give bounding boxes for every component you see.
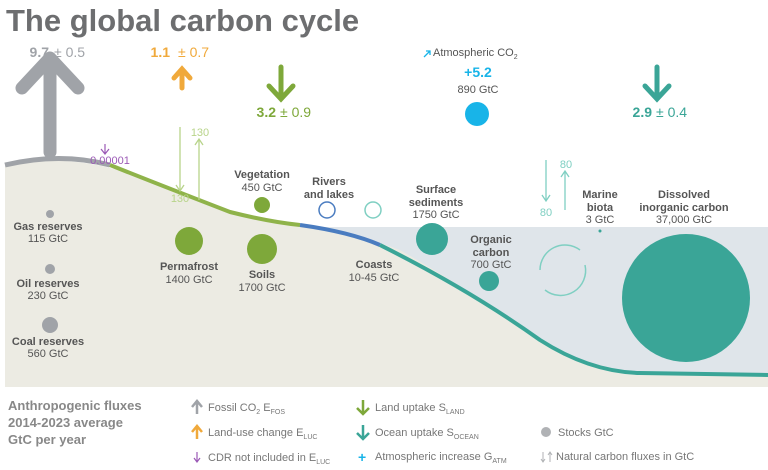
svg-text:inorganic carbon: inorganic carbon — [639, 202, 729, 214]
atm-increase-value: +5.2 — [464, 64, 492, 80]
svg-text:Soils: Soils — [249, 269, 275, 281]
svg-text:115 GtC: 115 GtC — [28, 233, 68, 245]
legend-fossil-icon — [191, 399, 203, 414]
svg-text:Coasts: Coasts — [356, 259, 393, 271]
svg-text:Dissolved: Dissolved — [658, 189, 710, 201]
svg-text:Organic: Organic — [470, 234, 512, 246]
luc-flux-uncertainty: ± 0.7 — [178, 44, 209, 60]
svg-text:Marine: Marine — [582, 189, 617, 201]
ocean-uptake-arrow-icon — [642, 64, 672, 103]
page-title: The global carbon cycle — [6, 3, 359, 38]
surface-vegetation — [109, 163, 301, 227]
legend-stocks-icon — [541, 427, 551, 437]
svg-text:1750 GtC: 1750 GtC — [412, 209, 459, 221]
svg-text:700 GtC: 700 GtC — [471, 259, 512, 271]
land-flux-value: 3.2 — [257, 104, 277, 120]
legend: Anthropogenic fluxes 2014-2023 average G… — [8, 398, 694, 466]
land-uptake-arrow-icon — [266, 64, 296, 103]
atm-increase-arrow-icon — [423, 50, 431, 58]
legend-land-icon — [356, 400, 370, 416]
atm-stock-value: 890 GtC — [458, 84, 499, 96]
svg-text:and lakes: and lakes — [304, 189, 354, 201]
natural-land-down-value: 130 — [171, 193, 189, 205]
legend-luc-icon — [191, 424, 203, 439]
fossil-arrow-icon — [15, 51, 85, 159]
natural-land-up-value: 130 — [191, 127, 209, 139]
svg-text:3 GtC: 3 GtC — [586, 214, 615, 226]
svg-text:Stocks GtC: Stocks GtC — [558, 427, 614, 439]
svg-text:Oil reserves: Oil reserves — [17, 278, 80, 290]
svg-text:1700 GtC: 1700 GtC — [238, 282, 285, 294]
cdr-arrow-icon — [100, 144, 110, 155]
natural-ocean-down-value: 80 — [540, 207, 552, 219]
svg-text:Permafrost: Permafrost — [160, 261, 218, 273]
svg-text:Gas reserves: Gas reserves — [13, 221, 82, 233]
svg-text:1400 GtC: 1400 GtC — [165, 274, 212, 286]
natural-ocean-down-arrow-icon — [541, 160, 551, 203]
svg-text:CDR not included in ELUC: CDR not included in ELUC — [208, 452, 330, 466]
luc-flux-value: 1.1 — [151, 44, 171, 60]
land-area — [5, 160, 768, 387]
coast-cycle-icon — [364, 201, 382, 219]
svg-text:Land-use change ELUC: Land-use change ELUC — [208, 427, 317, 441]
svg-text:Atmospheric increase GATM: Atmospheric increase GATM — [375, 451, 507, 465]
atmospheric-co2-label: Atmospheric CO2 — [433, 47, 518, 61]
surface-grey — [4, 156, 111, 168]
svg-text:Surface: Surface — [416, 184, 456, 196]
surface-rivers — [299, 223, 381, 247]
svg-text:560 GtC: 560 GtC — [28, 348, 69, 360]
svg-text:Vegetation: Vegetation — [234, 169, 290, 181]
ocean-floor — [379, 243, 768, 377]
rivers-cycle-icon — [318, 201, 336, 219]
svg-text:Land uptake SLAND: Land uptake SLAND — [375, 402, 465, 416]
legend-cdr-icon — [193, 452, 201, 463]
svg-text:biota: biota — [587, 202, 614, 214]
svg-text:Ocean uptake SOCEAN: Ocean uptake SOCEAN — [375, 427, 479, 441]
atm-stock-circle — [465, 102, 489, 126]
svg-text:Anthropogenic fluxes: Anthropogenic fluxes — [8, 398, 142, 413]
natural-land-down-arrow-icon — [175, 127, 185, 193]
svg-text:Natural carbon fluxes in GtC: Natural carbon fluxes in GtC — [556, 451, 694, 463]
svg-text:2014-2023 average: 2014-2023 average — [8, 415, 123, 430]
natural-ocean-up-value: 80 — [560, 159, 572, 171]
svg-text:GtC per year: GtC per year — [8, 432, 86, 447]
svg-text:Fossil CO2 EFOS: Fossil CO2 EFOS — [208, 402, 285, 416]
svg-text:450 GtC: 450 GtC — [242, 182, 283, 194]
legend-natural-icon — [540, 451, 553, 463]
cdr-flux-value: 0.00001 — [90, 155, 130, 167]
svg-text:37,000 GtC: 37,000 GtC — [656, 214, 712, 226]
svg-text:carbon: carbon — [473, 247, 510, 259]
legend-ocean-icon — [356, 425, 370, 441]
natural-land-up-arrow-icon — [194, 137, 204, 200]
ocean-cycle-icon — [539, 244, 587, 297]
svg-text:Coal reserves: Coal reserves — [12, 336, 84, 348]
luc-arrow-icon — [171, 65, 193, 91]
fossil-flux-uncertainty: ± 0.5 — [54, 44, 85, 60]
svg-text:10-45 GtC: 10-45 GtC — [349, 272, 400, 284]
land-flux-uncertainty: ± 0.9 — [280, 104, 311, 120]
legend-atm-icon: + — [358, 449, 366, 465]
fossil-flux-value: 9.7 — [30, 44, 50, 60]
ocean-flux-uncertainty: ± 0.4 — [656, 104, 687, 120]
ocean-flux-value: 2.9 — [633, 104, 653, 120]
natural-ocean-up-arrow-icon — [560, 169, 570, 210]
svg-text:sediments: sediments — [409, 197, 463, 209]
svg-text:Rivers: Rivers — [312, 176, 346, 188]
svg-text:230 GtC: 230 GtC — [28, 290, 69, 302]
